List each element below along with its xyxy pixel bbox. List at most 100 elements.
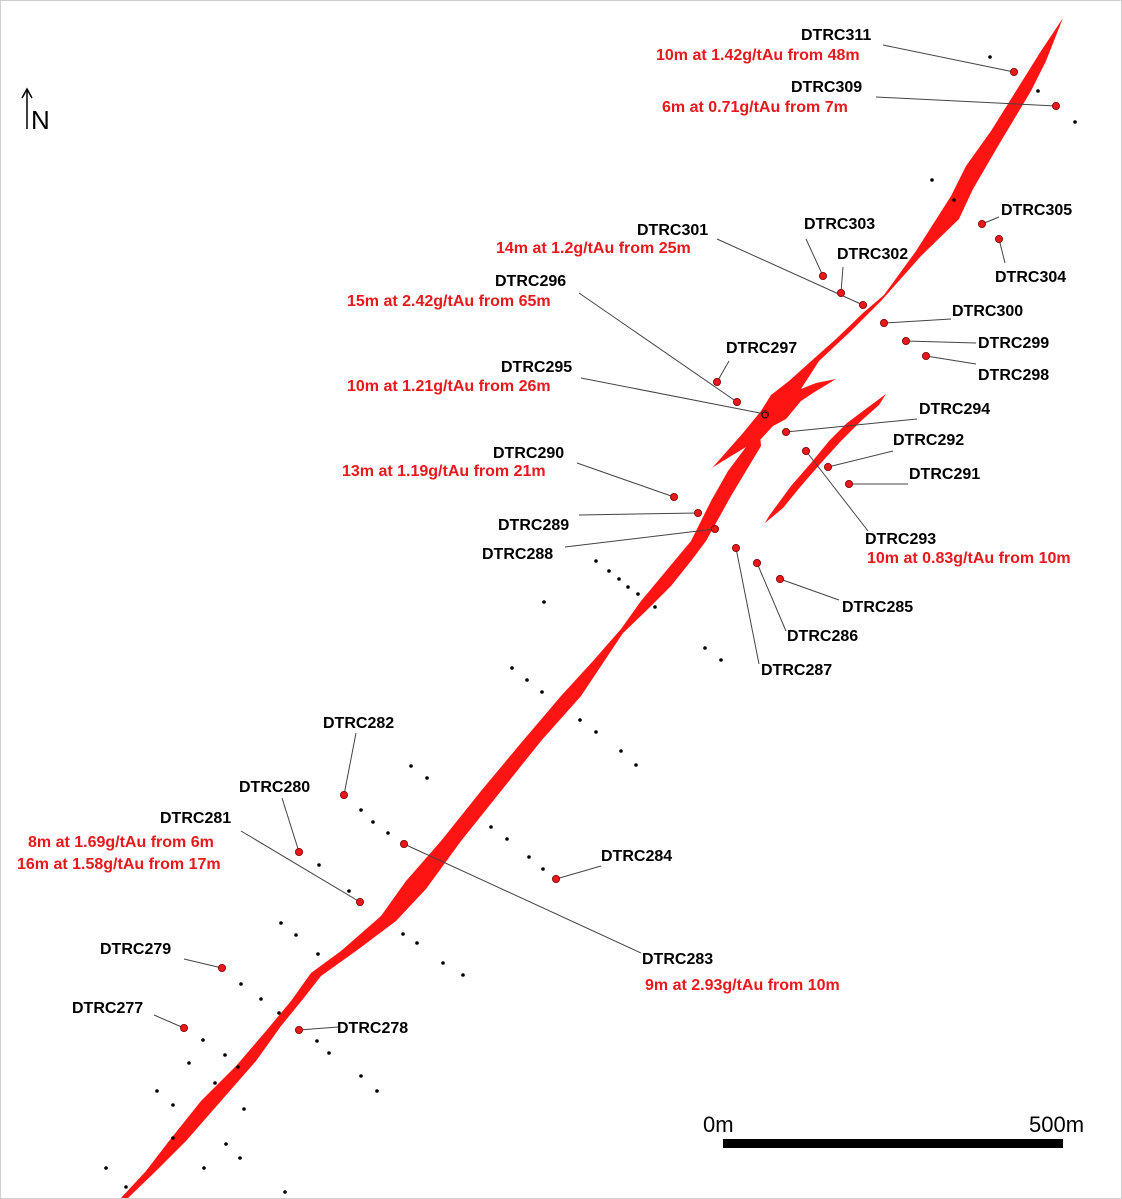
north-arrow-icon xyxy=(21,87,33,129)
leader-lines xyxy=(153,44,1057,1031)
collar-dot xyxy=(386,831,390,835)
hole-result-dtrc309: 6m at 0.71g/tAu from 7m xyxy=(662,99,848,116)
leader-dtrc282 xyxy=(343,732,357,796)
leader-dtrc283 xyxy=(403,843,642,954)
hole-label-dtrc286: DTRC286 xyxy=(787,628,858,645)
hole-marker-dtrc289 xyxy=(694,508,703,517)
collar-dot xyxy=(316,952,320,956)
hole-label-dtrc294: DTRC294 xyxy=(919,401,990,418)
hole-marker-dtrc285 xyxy=(776,575,785,584)
collar-dot xyxy=(327,1051,331,1055)
collar-dot xyxy=(930,178,934,182)
collar-dot xyxy=(607,569,611,573)
hole-marker-dtrc294 xyxy=(782,427,791,436)
collar-dot xyxy=(636,592,640,596)
hole-label-dtrc290: DTRC290 xyxy=(493,445,564,462)
hole-marker-dtrc300 xyxy=(880,318,889,327)
collar-dot xyxy=(242,1107,246,1111)
leader-dtrc285 xyxy=(779,578,840,601)
hole-label-dtrc309: DTRC309 xyxy=(791,79,862,96)
collar-dot xyxy=(359,1074,363,1078)
collar-dot xyxy=(238,1156,242,1160)
scale-bar: 0m 500m xyxy=(703,1112,1084,1148)
collar-dot xyxy=(279,921,283,925)
drill-holes xyxy=(179,68,1061,1035)
hole-label-dtrc301: DTRC301 xyxy=(637,222,708,239)
collar-dot xyxy=(239,982,243,986)
collar-dot xyxy=(236,1065,240,1069)
collar-dot xyxy=(527,855,531,859)
hole-label-dtrc304: DTRC304 xyxy=(995,269,1066,286)
hole-label-dtrc295: DTRC295 xyxy=(501,359,572,376)
hole-marker-dtrc302 xyxy=(837,288,846,297)
collar-dot xyxy=(525,678,529,682)
leader-dtrc296 xyxy=(578,292,738,403)
hole-marker-dtrc290 xyxy=(670,492,679,501)
hole-label-dtrc303: DTRC303 xyxy=(804,216,875,233)
leader-dtrc292 xyxy=(827,450,894,468)
hole-marker-dtrc311 xyxy=(1010,68,1019,77)
collar-dot xyxy=(359,808,363,812)
collar-dot xyxy=(719,658,723,662)
collar-dot xyxy=(283,1190,287,1194)
hole-marker-dtrc301 xyxy=(859,300,868,309)
leader-dtrc297 xyxy=(716,360,730,383)
hole-marker-dtrc284 xyxy=(552,875,561,884)
north-label: N xyxy=(31,105,50,135)
collar-dot xyxy=(294,933,298,937)
leader-dtrc295 xyxy=(580,377,766,415)
hole-label-dtrc297: DTRC297 xyxy=(726,340,797,357)
leader-dtrc284 xyxy=(555,865,602,880)
hole-marker-dtrc281 xyxy=(355,898,364,907)
leader-dtrc302 xyxy=(840,266,844,294)
hole-marker-dtrc277 xyxy=(179,1024,188,1033)
hole-marker-dtrc299 xyxy=(902,336,911,345)
hole-label-dtrc311: DTRC311 xyxy=(801,27,871,44)
collar-dot xyxy=(703,646,707,650)
leader-dtrc287 xyxy=(735,547,760,665)
leader-dtrc299 xyxy=(905,340,977,344)
collar-dot xyxy=(541,867,545,871)
hole-marker-dtrc309 xyxy=(1052,102,1061,111)
hole-label-dtrc296: DTRC296 xyxy=(495,273,566,290)
collar-dot xyxy=(441,961,445,965)
collar-dot xyxy=(104,1166,108,1170)
collar-dot xyxy=(1073,120,1077,124)
collar-dot xyxy=(315,1039,319,1043)
hole-label-dtrc281: DTRC281 xyxy=(160,810,231,827)
hole-label-dtrc279: DTRC279 xyxy=(100,941,171,958)
hole-marker-dtrc280 xyxy=(294,848,303,857)
leader-dtrc300 xyxy=(883,318,952,324)
collar-dot xyxy=(201,1038,205,1042)
collar-dot xyxy=(171,1136,175,1140)
hole-label-dtrc302: DTRC302 xyxy=(837,246,908,263)
hole-marker-dtrc288 xyxy=(711,525,720,534)
vein-main-north xyxy=(707,18,1063,471)
hole-marker-dtrc298 xyxy=(922,351,931,360)
hole-label-dtrc282: DTRC282 xyxy=(323,715,394,732)
leader-dtrc281 xyxy=(240,830,361,903)
collar-dot xyxy=(202,1166,206,1170)
leader-dtrc303 xyxy=(805,238,824,277)
hole-label-dtrc291: DTRC291 xyxy=(909,466,980,483)
hole-marker-dtrc278 xyxy=(294,1026,303,1035)
hole-result-dtrc295: 10m at 1.21g/tAu from 26m xyxy=(347,378,551,395)
hole-result-dtrc290: 13m at 1.19g/tAu from 21m xyxy=(342,463,546,480)
hole-result2-dtrc281: 16m at 1.58g/tAu from 17m xyxy=(17,856,221,873)
vein-node-marker xyxy=(761,411,769,419)
collar-dot xyxy=(371,820,375,824)
hole-label-dtrc300: DTRC300 xyxy=(952,303,1023,320)
leader-dtrc298 xyxy=(925,355,977,365)
collar-dot xyxy=(540,690,544,694)
hole-marker-dtrc292 xyxy=(824,462,833,471)
collar-dot xyxy=(223,1053,227,1057)
hole-label-dtrc284: DTRC284 xyxy=(601,848,672,865)
collar-dot xyxy=(213,1081,217,1085)
hole-label-dtrc283: DTRC283 xyxy=(642,951,713,968)
collar-dot xyxy=(171,1103,175,1107)
collar-dot xyxy=(952,198,956,202)
hole-result-dtrc311: 10m at 1.42g/tAu from 48m xyxy=(656,47,860,64)
